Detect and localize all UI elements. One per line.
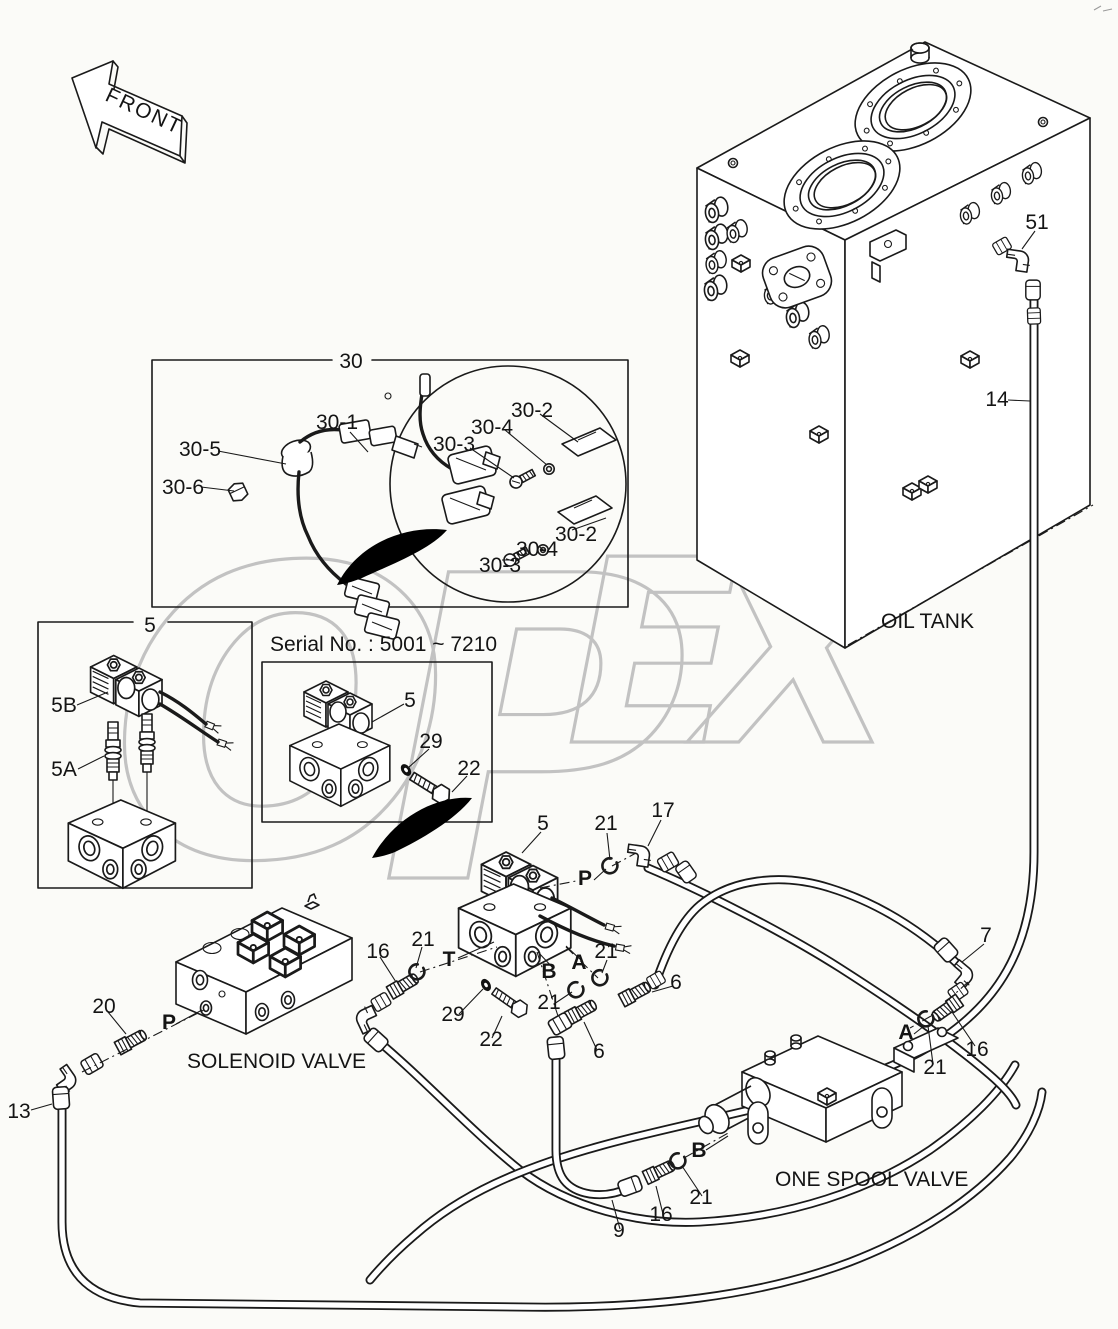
label-b-port: B: [541, 960, 556, 983]
front-arrow: FRONT: [71, 60, 188, 164]
label-5-serial: 5: [404, 689, 416, 712]
label-one-spool-valve: ONE SPOOL VALVE: [775, 1168, 968, 1191]
label-9: 9: [613, 1219, 625, 1242]
label-30-6: 30-6: [162, 476, 204, 499]
label-30-3-upper: 30-3: [433, 433, 475, 456]
axis-lines: [81, 852, 969, 1159]
label-6-lower: 6: [593, 1040, 605, 1063]
label-5-box: 5: [144, 614, 156, 637]
label-22-serial: 22: [457, 757, 480, 780]
label-7: 7: [980, 924, 992, 947]
label-21-t: 21: [411, 928, 434, 951]
label-16-b: 16: [649, 1203, 672, 1226]
label-29-serial: 29: [419, 730, 442, 753]
label-a-osv: A: [898, 1021, 913, 1044]
oil-tank: [696, 41, 1094, 649]
label-oil-tank: OIL TANK: [881, 610, 974, 633]
b-line-fittings: [616, 1149, 690, 1199]
tank-bracket: [869, 229, 907, 283]
label-16-t: 16: [366, 940, 389, 963]
main-solenoid-valve: [457, 843, 699, 1061]
detail-box-5: [37, 621, 253, 890]
serial-box: [261, 661, 493, 823]
label-t-port: T: [443, 948, 456, 971]
label-p-main: P: [578, 867, 592, 890]
label-30-4-upper: 30-4: [471, 416, 513, 439]
label-22-main: 22: [479, 1028, 502, 1051]
label-21-b2: 21: [689, 1186, 712, 1209]
harness-detail-circle: [418, 373, 617, 569]
tank-flange: [761, 245, 833, 309]
label-30-2-lower: 30-2: [555, 523, 597, 546]
label-solenoid-valve: SOLENOID VALVE: [187, 1050, 366, 1073]
label-51: 51: [1025, 211, 1048, 234]
leader-lines: [30, 230, 1036, 1230]
label-14: 14: [985, 388, 1009, 411]
label-a-port: A: [571, 951, 586, 974]
harness-30-1: [280, 392, 423, 640]
label-serial-title: Serial No. : 5001 ~ 7210: [270, 633, 497, 656]
solenoid-manifold: [175, 893, 353, 1035]
label-13: 13: [7, 1100, 30, 1123]
label-21-a2: 21: [923, 1056, 946, 1079]
scan-artifact: [1093, 5, 1113, 12]
p-line-fittings: [49, 1026, 150, 1111]
swoosh-lower: [372, 797, 472, 858]
label-p-manifold: P: [162, 1011, 176, 1034]
label-30-1: 30-1: [316, 411, 358, 434]
label-30-5: 30-5: [179, 438, 221, 461]
label-5A: 5A: [51, 758, 77, 781]
label-30-4-lower: 30-4: [516, 538, 558, 561]
label-box30: 30: [339, 350, 362, 373]
one-spool-valve: [698, 1026, 959, 1145]
hoses: [57, 295, 1047, 1312]
label-5B: 5B: [51, 694, 77, 717]
part-labels: 3030-130-530-630-230-430-330-230-430-351…: [7, 211, 1048, 1242]
label-17: 17: [651, 799, 674, 822]
label-29-main: 29: [441, 1003, 464, 1026]
label-16-a: 16: [965, 1038, 988, 1061]
label-21-low: 21: [537, 991, 560, 1014]
label-20: 20: [92, 995, 115, 1018]
label-5-main: 5: [537, 812, 549, 835]
label-21-top: 21: [594, 812, 617, 835]
label-30-3-lower: 30-3: [479, 554, 521, 577]
label-30-2-upper: 30-2: [511, 399, 553, 422]
label-b-osv: B: [691, 1139, 706, 1162]
swoosh-upper: [337, 529, 447, 585]
detail-box-30: [151, 359, 629, 640]
label-21-mid: 21: [594, 940, 617, 963]
label-6-upper: 6: [670, 971, 682, 994]
